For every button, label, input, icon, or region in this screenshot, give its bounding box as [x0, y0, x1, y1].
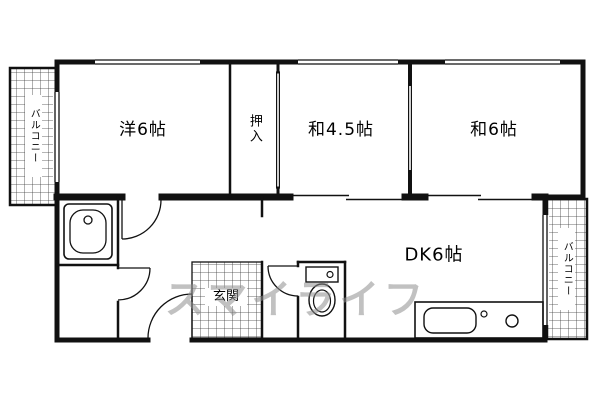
- room-label-japanese-6: 和6帖: [470, 120, 518, 141]
- balcony-left-label: バルコニー: [28, 108, 40, 164]
- bathtub-icon: [63, 203, 113, 260]
- balcony-left-area: [8, 66, 59, 207]
- balcony-right-label: バルコニー: [561, 241, 573, 297]
- room-label-japanese-45: 和4.5帖: [307, 120, 375, 141]
- kitchen-sink-icon: [414, 301, 544, 339]
- room-label-western: 洋6帖: [119, 120, 167, 141]
- watermark-text: スマイライフ: [164, 277, 428, 323]
- sliding-doors: [290, 194, 535, 201]
- entrance-floor: [191, 261, 263, 339]
- room-label-entrance: 玄関: [212, 289, 240, 305]
- room-label-closet: 押入: [246, 114, 262, 144]
- windows: [53, 58, 560, 325]
- interior-walls: [53, 60, 549, 342]
- balcony-right-area: [545, 197, 589, 341]
- toilet-icon: [305, 266, 339, 317]
- door-swings: [117, 199, 299, 339]
- room-label-dk: DK6帖: [404, 244, 464, 266]
